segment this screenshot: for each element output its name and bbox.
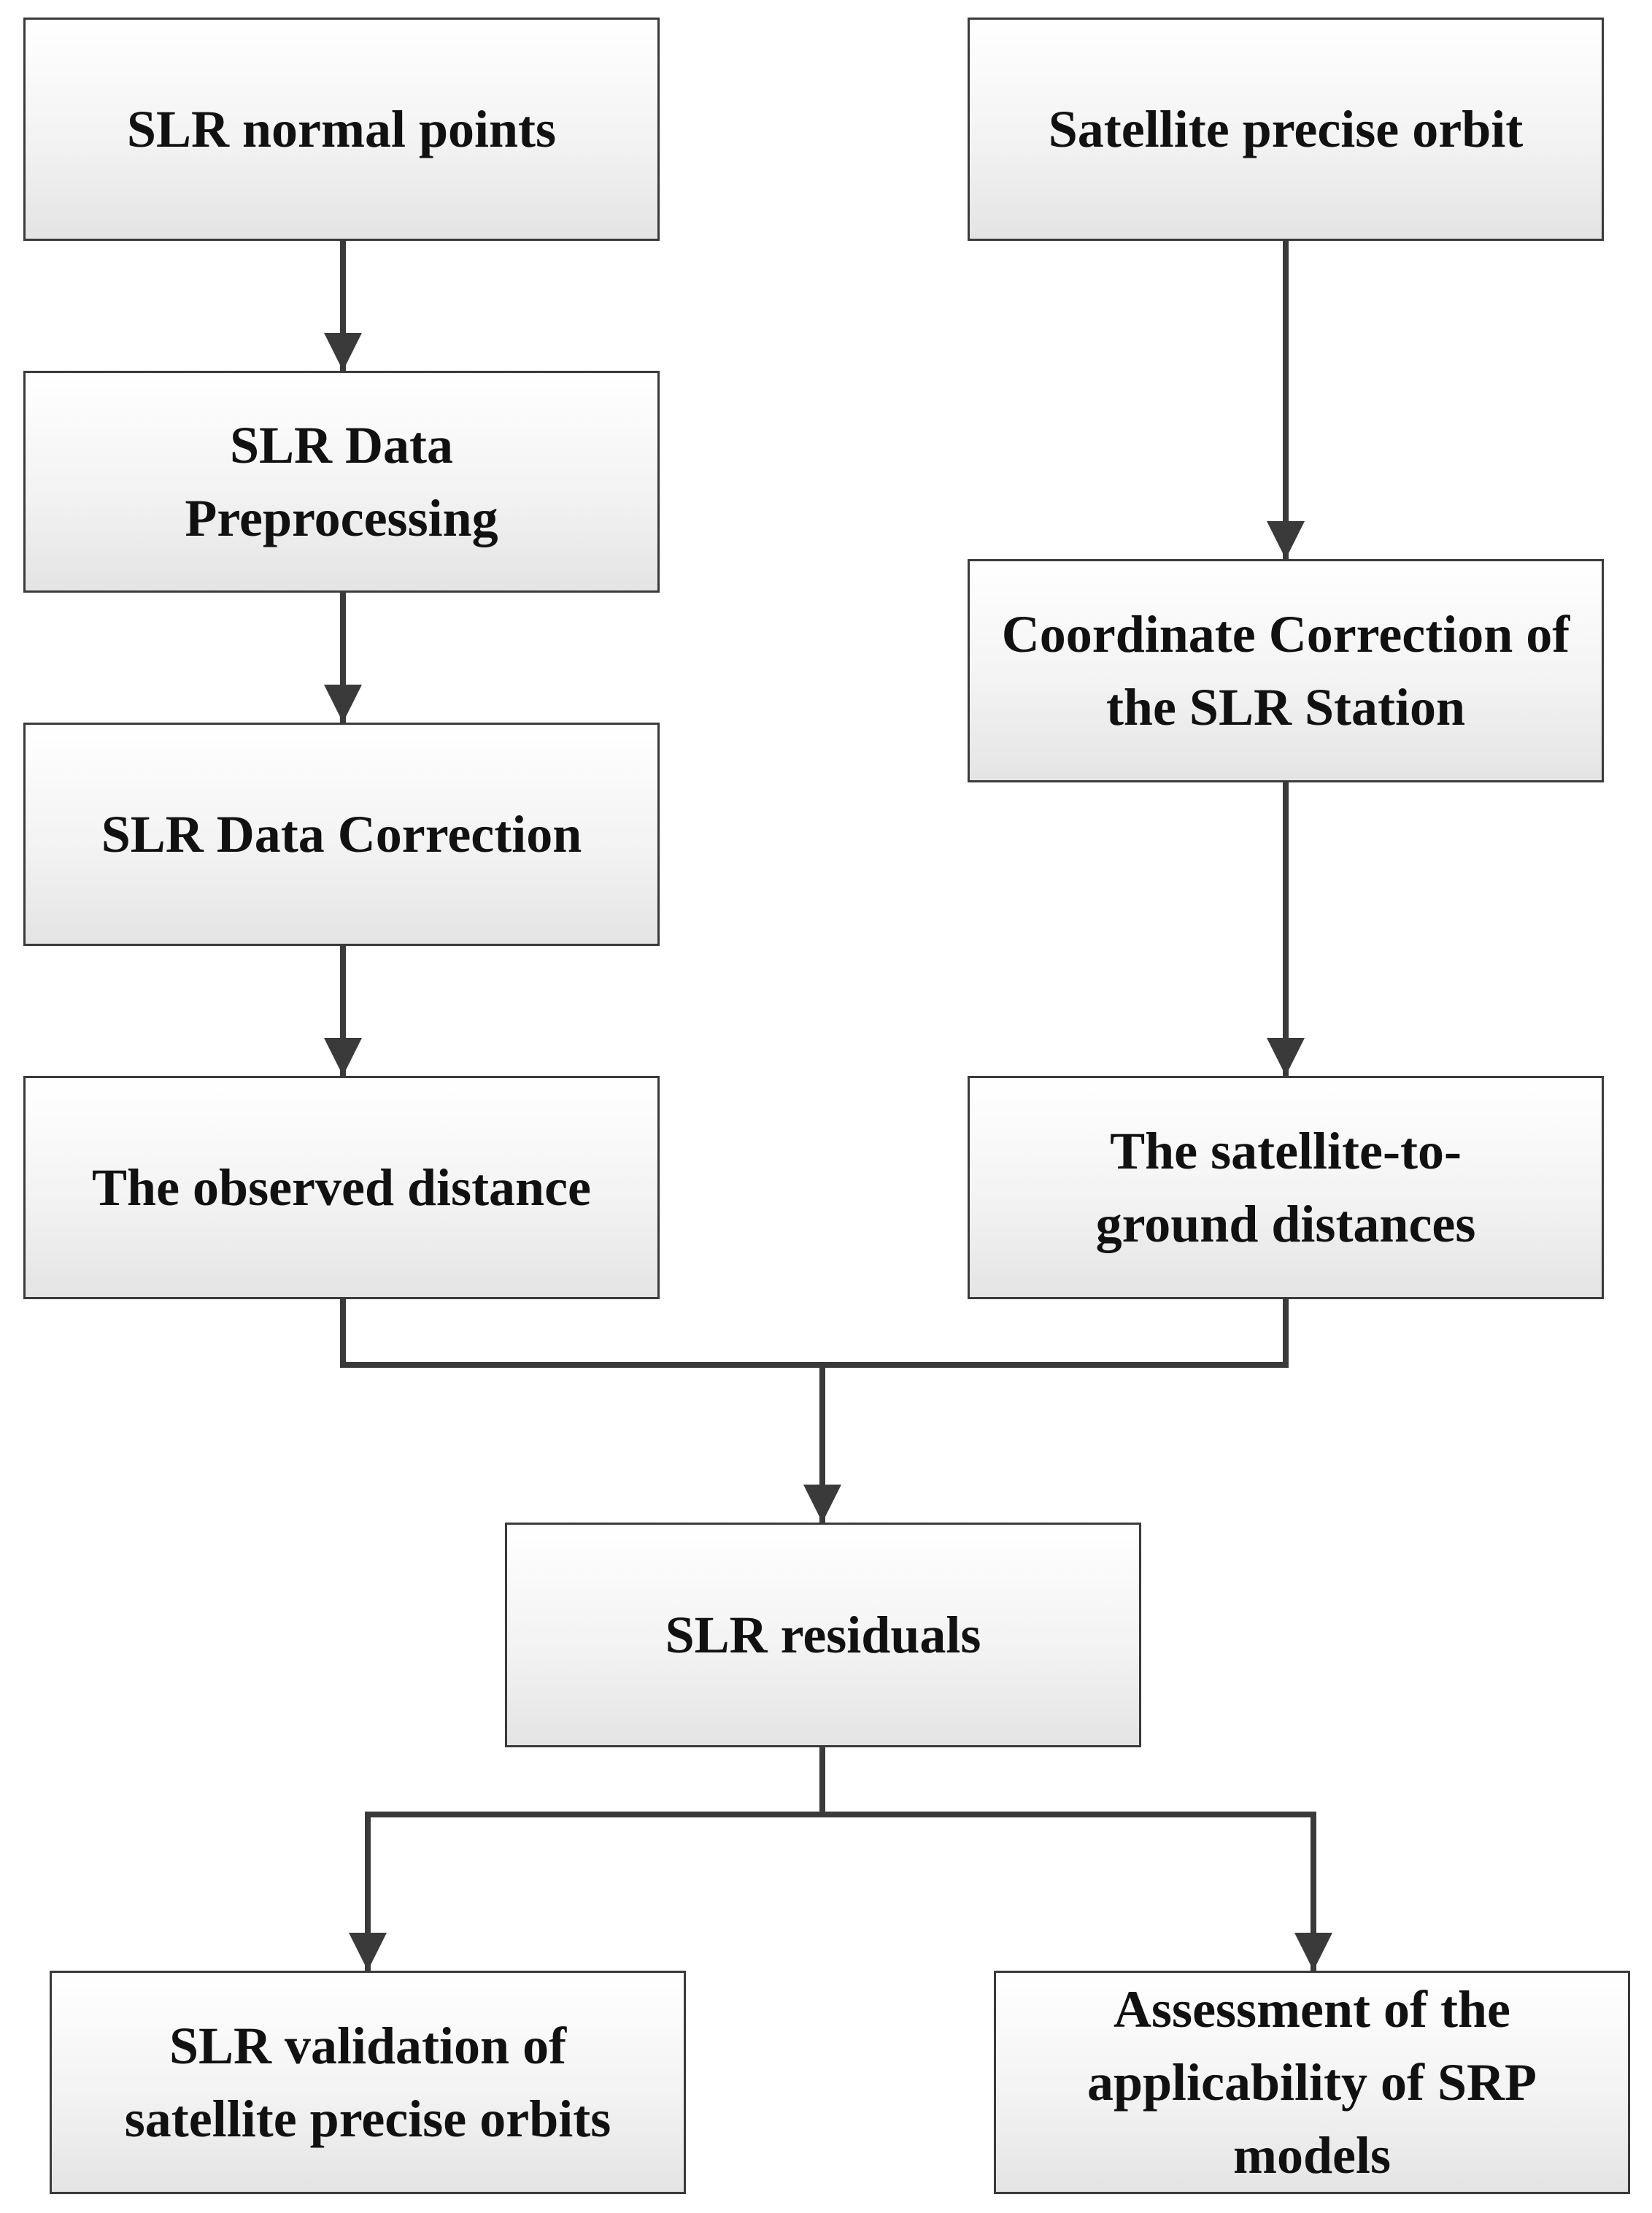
node-label: Coordinate Correction of the SLR Station [1001, 605, 1570, 736]
node-label: SLR validation of satellite precise orbi… [124, 2017, 611, 2148]
arrow-residuals-to-srp-assessment [822, 1812, 1332, 1971]
node-label: Satellite precise orbit [1048, 100, 1524, 158]
node-slr-normal-points: SLR normal points [23, 18, 660, 241]
node-label: SLR Data Preprocessing [185, 416, 498, 547]
node-slr-data-preprocessing: SLR Data Preprocessing [23, 371, 660, 593]
node-observed-distance: The observed distance [23, 1076, 660, 1299]
node-label: The satellite-to-ground distances [1095, 1122, 1476, 1253]
node-srp-assessment: Assessment of the applicability of SRP m… [994, 1971, 1630, 2194]
node-satellite-precise-orbit: Satellite precise orbit [968, 18, 1604, 241]
arrow-residuals-to-validation [349, 1812, 822, 1971]
node-coordinate-correction: Coordinate Correction of the SLR Station [968, 559, 1604, 782]
node-label: SLR residuals [665, 1606, 981, 1664]
node-slr-residuals: SLR residuals [505, 1523, 1141, 1747]
node-label: SLR normal points [126, 100, 557, 158]
node-satellite-to-ground-distances: The satellite-to-ground distances [968, 1076, 1604, 1299]
node-label: SLR Data Correction [101, 805, 582, 863]
merge-connector [340, 1299, 1289, 1368]
node-slr-data-correction: SLR Data Correction [23, 723, 660, 946]
node-slr-validation: SLR validation of satellite precise orbi… [50, 1971, 686, 2194]
node-label: Assessment of the applicability of SRP m… [1086, 1980, 1537, 2185]
node-label: The observed distance [92, 1158, 591, 1217]
